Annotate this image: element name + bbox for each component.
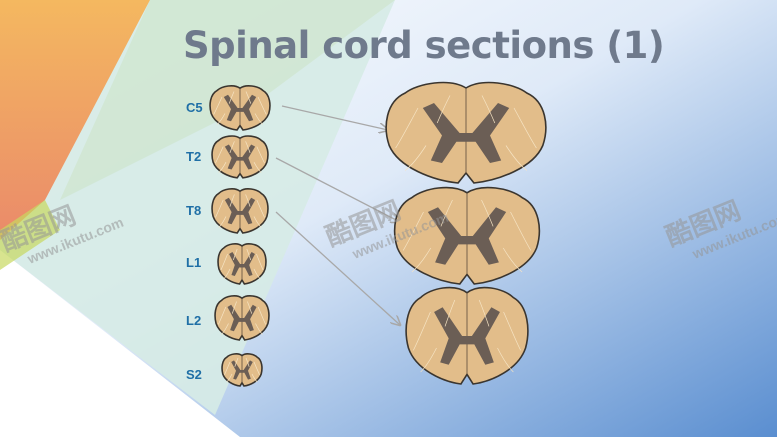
cord-section-c5-enlarged xyxy=(384,81,548,185)
level-label-l2: L2 xyxy=(186,313,202,328)
cord-section-l2-small xyxy=(214,295,270,341)
arrow-c5 xyxy=(281,105,388,130)
level-label-s2: S2 xyxy=(186,367,202,382)
cord-section-c5-small xyxy=(209,85,271,131)
cord-section-t8-enlarged xyxy=(405,286,529,385)
level-label-l1: L1 xyxy=(186,255,202,270)
arrow-t8 xyxy=(275,211,400,325)
level-label-t8: T8 xyxy=(186,203,202,218)
slide-title: Spinal cord sections (1) xyxy=(183,24,665,67)
cord-section-l1-small xyxy=(217,243,267,285)
arrow-t2 xyxy=(275,157,400,222)
cord-section-s2-small xyxy=(221,353,263,387)
cord-section-t8-small xyxy=(211,188,269,234)
level-label-t2: T2 xyxy=(186,149,202,164)
cord-section-t2-small xyxy=(211,135,269,179)
level-label-c5: C5 xyxy=(186,100,203,115)
